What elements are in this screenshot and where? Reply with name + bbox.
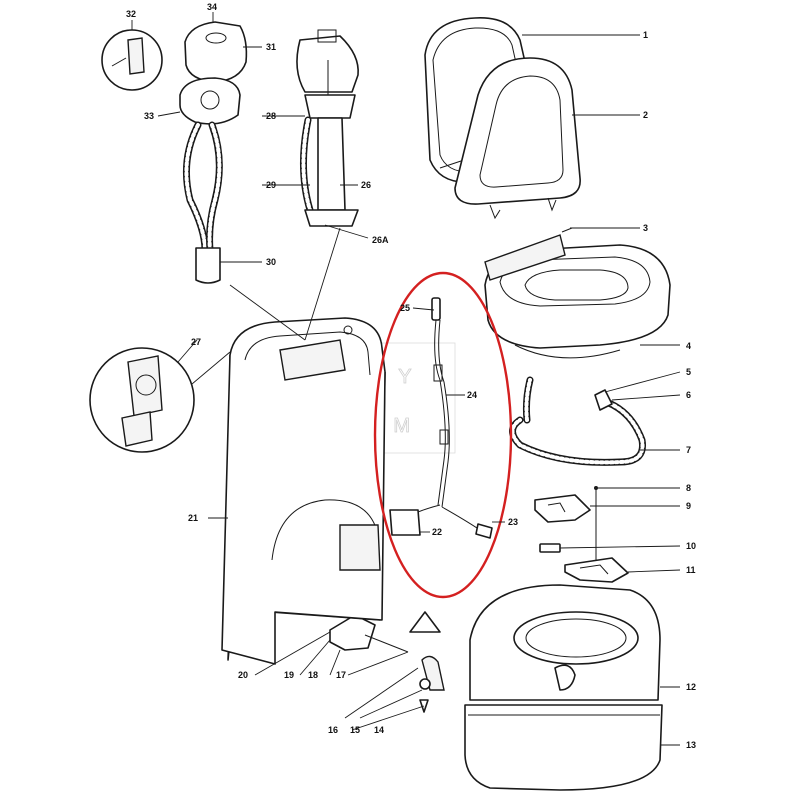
callout-33: 33 (144, 111, 154, 121)
callout-1: 1 (643, 30, 648, 40)
part-31-valve-head (179, 21, 248, 284)
callout-12: 12 (686, 682, 696, 692)
callout-4: 4 (686, 341, 691, 351)
callout-8: 8 (686, 483, 691, 493)
callout-17: 17 (336, 670, 346, 680)
part-10-clip (539, 543, 561, 553)
callout-31: 31 (266, 42, 276, 52)
callout-30: 30 (266, 257, 276, 267)
part-9-bracket (534, 494, 591, 523)
callout-23: 23 (508, 517, 518, 527)
callout-21: 21 (188, 513, 198, 523)
callout-14: 14 (374, 725, 384, 735)
part-8-screw (594, 486, 598, 560)
leader-lines (131, 12, 681, 746)
callout-18: 18 (308, 670, 318, 680)
part-27-level-indicator (89, 347, 231, 453)
callout-22: 22 (432, 527, 442, 537)
callout-26: 26 (361, 180, 371, 190)
part-4-seat-base (484, 227, 671, 359)
callout-32: 32 (126, 9, 136, 19)
part-2-seat (454, 57, 581, 220)
callout-6: 6 (686, 390, 691, 400)
callout-15: 15 (350, 725, 360, 735)
callout-20: 20 (238, 670, 248, 680)
part-24-cable-assembly (389, 297, 493, 539)
part-19-lever (329, 614, 409, 653)
callout-29: 29 (266, 180, 276, 190)
part-32-clip-detail (101, 29, 163, 91)
callout-27: 27 (191, 337, 201, 347)
callout-9: 9 (686, 501, 691, 511)
callout-26a: 26A (372, 235, 389, 245)
callout-25: 25 (400, 303, 410, 313)
part-6-flush-nozzle (509, 376, 647, 466)
callout-3: 3 (643, 223, 648, 233)
callout-24: 24 (467, 390, 477, 400)
callout-10: 10 (686, 541, 696, 551)
part-13-waste-tank-bottom (464, 704, 663, 791)
part-26-pump (296, 29, 359, 227)
part-11-bracket (564, 557, 629, 583)
callout-13: 13 (686, 740, 696, 750)
part-12-waste-tank-top (469, 584, 661, 701)
callout-7: 7 (686, 445, 691, 455)
callout-28: 28 (266, 111, 276, 121)
part-21-rear-housing (221, 317, 386, 665)
callout-34: 34 (207, 2, 217, 12)
part-17-valve-handle (409, 611, 445, 691)
callout-16: 16 (328, 725, 338, 735)
callout-5: 5 (686, 367, 691, 377)
highlight-ellipse (373, 271, 513, 599)
callout-11: 11 (686, 565, 696, 575)
callout-labels: 1 2 3 4 5 6 7 8 9 10 11 12 13 14 15 16 1… (126, 2, 696, 750)
callout-19: 19 (284, 670, 294, 680)
part-15-washer (419, 678, 431, 690)
callout-2: 2 (643, 110, 648, 120)
